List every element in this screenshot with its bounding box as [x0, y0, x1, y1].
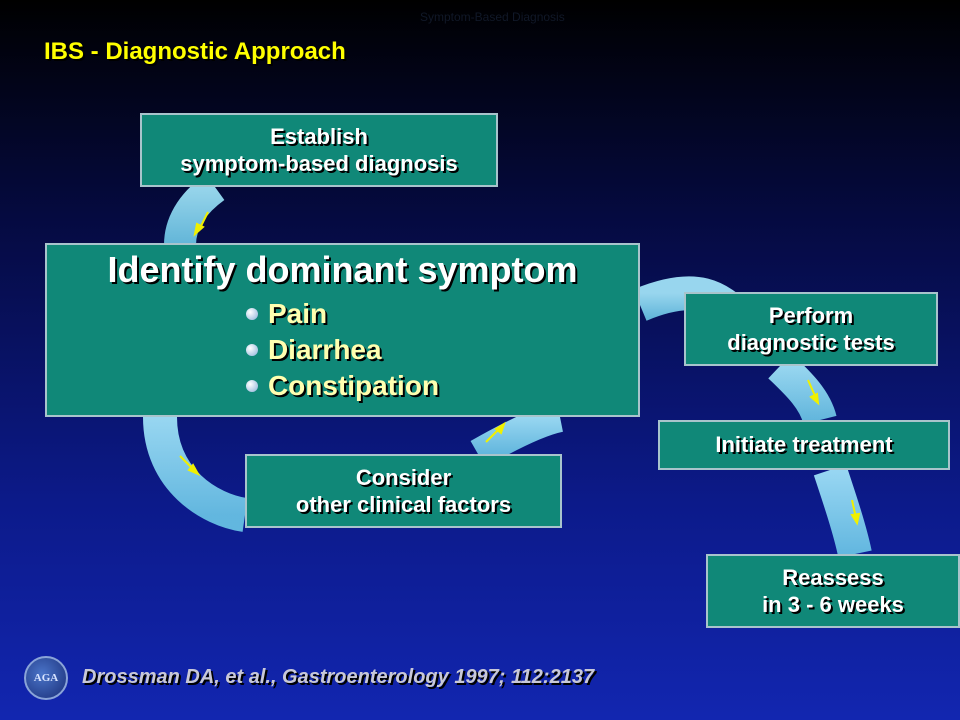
path-band-down1: [768, 353, 837, 426]
establish-line-1: Establish: [270, 123, 368, 149]
arrow-icon-3: [485, 421, 506, 443]
symptom-item: Constipation: [245, 368, 440, 404]
logo-text: AGA: [33, 672, 59, 684]
bullet-icon: [245, 343, 258, 356]
arrow-icon-5: [850, 499, 861, 526]
consider-line-1: Consider: [355, 464, 452, 490]
slide-header-faint: Symptom-Based Diagnosis: [420, 10, 565, 24]
establish-diagnosis-box: Establish symptom-based diagnosis: [140, 113, 498, 187]
symptom-list: Pain Diarrhea Constipation: [245, 296, 440, 404]
perform-line-2: diagnostic tests: [727, 330, 895, 355]
reassess-line-1: Reassess: [782, 564, 884, 590]
citation: Drossman DA, et al., Gastroenterology 19…: [82, 666, 595, 688]
slide-title: IBS - Diagnostic Approach: [44, 38, 346, 65]
establish-line-2: symptom-based diagnosis: [180, 151, 458, 176]
perform-line-1: Perform: [768, 302, 854, 328]
aga-logo-icon: AGA: [24, 656, 68, 700]
identify-title: Identify dominant symptom: [107, 248, 578, 290]
symptom-item: Diarrhea: [245, 332, 439, 368]
path-band-down2: [813, 464, 872, 558]
reassess-line-2: in 3 - 6 weeks: [762, 592, 904, 617]
arrow-icon-2: [179, 455, 201, 477]
loop-band-back: [470, 402, 564, 468]
symptom-label: Pain: [267, 298, 328, 329]
initiate-label: Initiate treatment: [715, 432, 893, 458]
arrow-icon-1: [193, 211, 209, 237]
loop-band-left: [143, 416, 249, 532]
initiate-treatment-box: Initiate treatment: [658, 420, 950, 470]
identify-symptom-box: Identify dominant symptom Pain Diarrhea …: [45, 243, 640, 417]
perform-tests-box: Perform diagnostic tests: [684, 292, 938, 366]
symptom-label: Constipation: [267, 370, 440, 401]
arrow-icon-4: [807, 379, 820, 406]
reassess-box: Reassess in 3 - 6 weeks: [706, 554, 960, 628]
consider-factors-box: Consider other clinical factors: [245, 454, 562, 528]
symptom-item: Pain: [245, 296, 439, 332]
bullet-icon: [245, 307, 258, 320]
symptom-label: Diarrhea: [267, 334, 382, 365]
loop-band-top: [164, 174, 225, 246]
consider-line-2: other clinical factors: [295, 492, 512, 517]
bullet-icon: [245, 379, 258, 392]
